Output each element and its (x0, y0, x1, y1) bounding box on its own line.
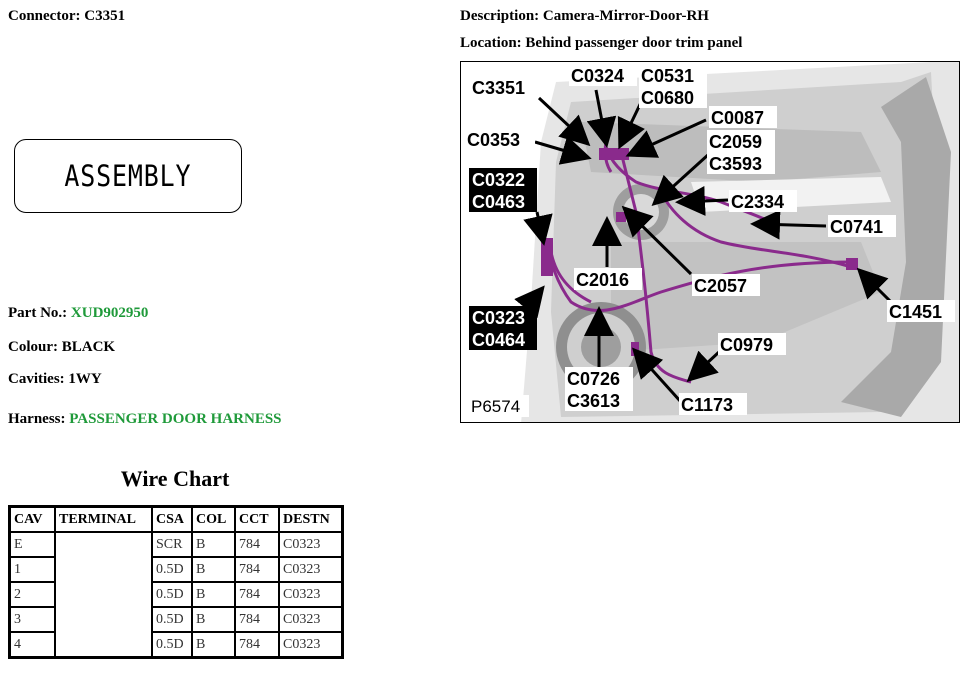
label-c0324[interactable]: C0324 (571, 66, 624, 86)
cell-cav: E (8, 531, 56, 558)
label-c2016[interactable]: C2016 (576, 270, 629, 290)
col-header-col: COL (191, 505, 236, 533)
description-field: Description: Camera-Mirror-Door-RH (460, 8, 709, 25)
part-no-label: Part No.: (8, 305, 68, 321)
table-row: 2 0.5D B 784 C0323 (8, 581, 344, 608)
diagram-reference: P6574 (471, 397, 520, 416)
table-row: 4 0.5D B 784 C0323 (8, 631, 344, 659)
cell-csa: 0.5D (151, 556, 193, 583)
cell-destn[interactable]: C0323 (278, 631, 344, 659)
label-c0680[interactable]: C0680 (641, 88, 694, 108)
cell-destn[interactable]: C0323 (278, 606, 344, 633)
cell-destn[interactable]: C0323 (278, 581, 344, 608)
cell-csa: SCR (151, 531, 193, 558)
cell-col: B (191, 581, 236, 608)
table-row: E SCR B 784 C0323 (8, 531, 344, 659)
cavities-field: Cavities: 1WY (8, 371, 102, 388)
label-c2334[interactable]: C2334 (731, 192, 784, 212)
cell-csa: 0.5D (151, 581, 193, 608)
part-no-value[interactable]: XUD902950 (70, 305, 149, 321)
colour-value: BLACK (61, 339, 116, 355)
cell-cct: 784 (234, 531, 280, 558)
label-c0353[interactable]: C0353 (467, 130, 520, 150)
cell-csa: 0.5D (151, 606, 193, 633)
cell-cav: 1 (8, 556, 56, 583)
cavities-value: 1WY (68, 371, 102, 387)
connector-label: Connector: (8, 8, 81, 24)
cell-col: B (191, 631, 236, 659)
cell-cav: 3 (8, 606, 56, 633)
label-c0726[interactable]: C0726 (567, 369, 620, 389)
cell-csa: 0.5D (151, 631, 193, 659)
label-c1451[interactable]: C1451 (889, 302, 942, 322)
part-no-field: Part No.: XUD902950 (8, 305, 148, 322)
col-header-cav: CAV (8, 505, 56, 533)
description-label: Description: (460, 8, 540, 24)
location-label: Location: (460, 35, 522, 51)
location-field: Location: Behind passenger door trim pan… (460, 35, 742, 52)
label-c0464[interactable]: C0464 (472, 330, 525, 350)
label-c0087[interactable]: C0087 (711, 108, 764, 128)
label-c2057[interactable]: C2057 (694, 276, 747, 296)
door-harness-diagram: C3351 C0324 C0531 C0680 C0087 C0353 C205… (460, 61, 960, 423)
cell-col: B (191, 606, 236, 633)
connector-value: C3351 (84, 8, 126, 24)
label-c0323[interactable]: C0323 (472, 308, 525, 328)
label-c3351[interactable]: C3351 (472, 78, 525, 98)
label-c3613[interactable]: C3613 (567, 391, 620, 411)
cell-cav: 4 (8, 631, 56, 659)
col-header-terminal: TERMINAL (54, 505, 153, 533)
col-header-csa: CSA (151, 505, 193, 533)
cell-destn[interactable]: C0323 (278, 556, 344, 583)
cell-cct: 784 (234, 631, 280, 659)
label-c0322[interactable]: C0322 (472, 170, 525, 190)
harness-label: Harness: (8, 411, 66, 427)
col-header-destn: DESTN (278, 505, 344, 533)
label-c2059[interactable]: C2059 (709, 132, 762, 152)
callout-labels: C3351 C0324 C0531 C0680 C0087 C0353 C205… (465, 64, 955, 417)
wire-chart-header-row: CAV TERMINAL CSA COL CCT DESTN (8, 505, 344, 533)
cell-cct: 784 (234, 556, 280, 583)
cavities-label: Cavities: (8, 371, 65, 387)
assembly-label: ASSEMBLY (64, 159, 192, 193)
label-c0741[interactable]: C0741 (830, 217, 883, 237)
location-value: Behind passenger door trim panel (525, 35, 743, 51)
callout-arrows (514, 89, 893, 404)
label-c1173[interactable]: C1173 (681, 395, 733, 415)
table-row: 1 0.5D B 784 C0323 (8, 556, 344, 583)
table-row: 3 0.5D B 784 C0323 (8, 606, 344, 633)
cell-terminal (54, 531, 153, 659)
harness-field: Harness: PASSENGER DOOR HARNESS (8, 411, 282, 428)
description-value: Camera-Mirror-Door-RH (542, 8, 709, 24)
colour-label: Colour: (8, 339, 58, 355)
col-header-cct: CCT (234, 505, 280, 533)
door-harness-svg: C3351 C0324 C0531 C0680 C0087 C0353 C205… (465, 62, 959, 422)
label-c3593[interactable]: C3593 (709, 154, 762, 174)
cell-col: B (191, 531, 236, 558)
cell-destn[interactable]: C0323 (278, 531, 344, 558)
label-c0979[interactable]: C0979 (720, 335, 773, 355)
harness-value[interactable]: PASSENGER DOOR HARNESS (69, 411, 282, 427)
wire-chart-table: CAV TERMINAL CSA COL CCT DESTN E SCR B 7… (8, 505, 344, 659)
colour-field: Colour: BLACK (8, 339, 115, 356)
cell-cct: 784 (234, 581, 280, 608)
cell-cav: 2 (8, 581, 56, 608)
label-c0531[interactable]: C0531 (641, 66, 694, 86)
wire-chart-title: Wire Chart (120, 466, 230, 491)
assembly-box: ASSEMBLY (14, 139, 242, 213)
label-c0463[interactable]: C0463 (472, 192, 525, 212)
connector-field: Connector: C3351 (8, 8, 125, 25)
cell-col: B (191, 556, 236, 583)
cell-cct: 784 (234, 606, 280, 633)
